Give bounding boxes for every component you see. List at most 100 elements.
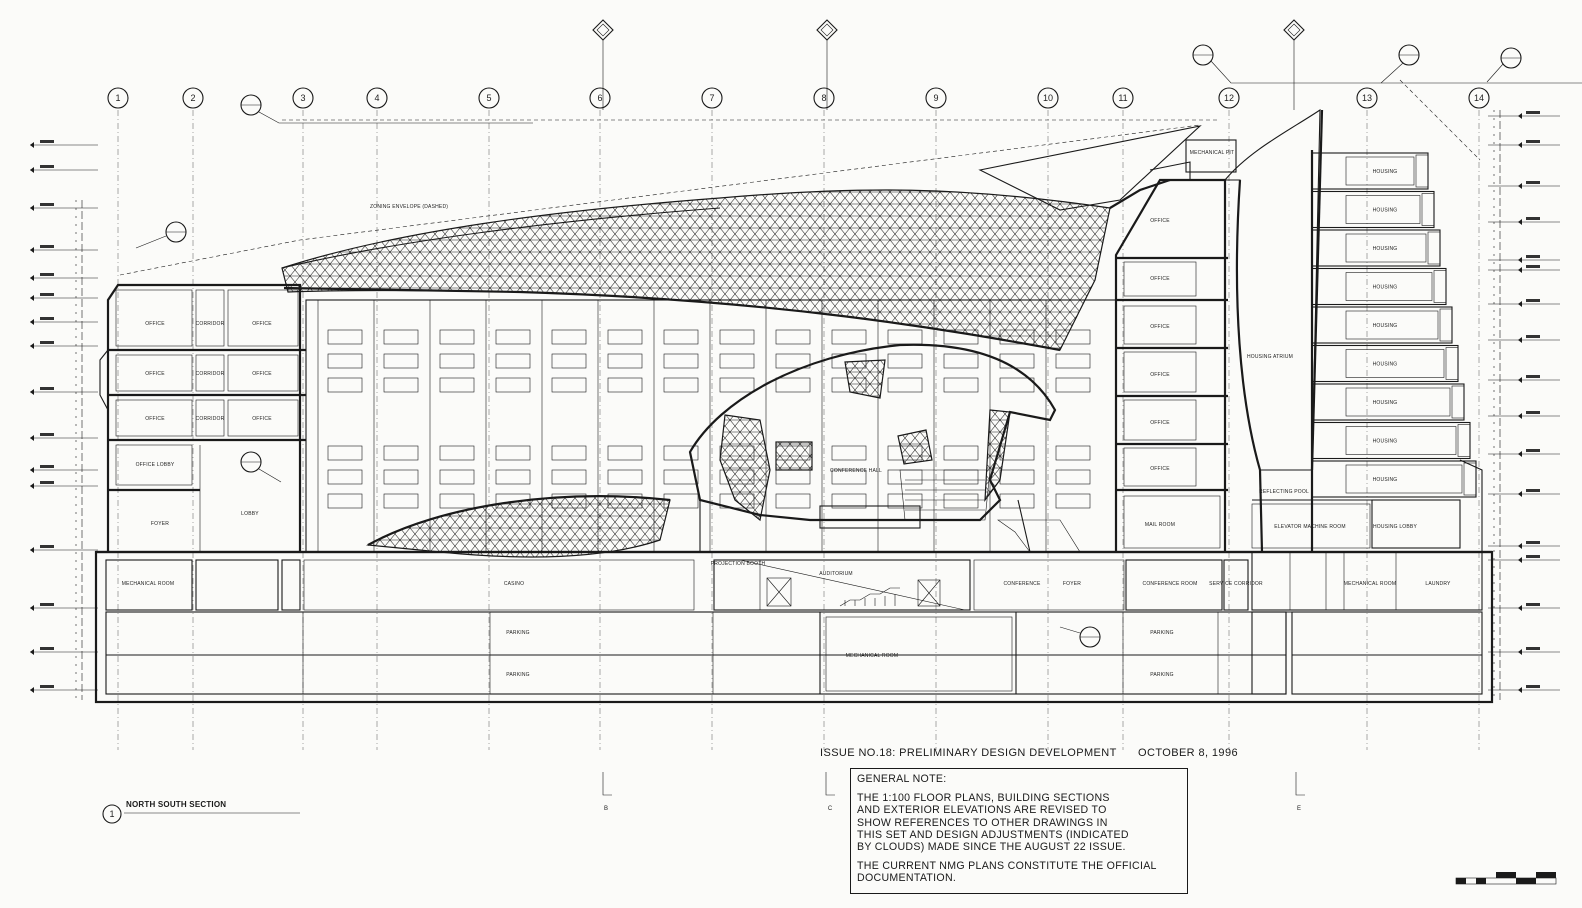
room-label: MECHANICAL PIT — [1190, 150, 1235, 156]
grid-letter-c: C — [828, 806, 833, 812]
room-label: OFFICE — [1150, 420, 1170, 426]
auditorium — [739, 559, 966, 611]
room-label: CORRIDOR — [196, 416, 225, 422]
room-label: HOUSING — [1373, 439, 1398, 445]
room-label: HOUSING — [1373, 323, 1398, 329]
section-title: NORTH SOUTH SECTION — [126, 800, 227, 809]
general-note-line: DOCUMENTATION. — [857, 872, 957, 885]
room-label: OFFICE — [145, 371, 165, 377]
grid-bubble: 12 — [1218, 87, 1240, 109]
housing-atrium — [1223, 108, 1372, 553]
conference-hall — [688, 343, 1081, 553]
room-label: HOUSING — [1373, 169, 1398, 175]
scale-bar — [1455, 872, 1557, 885]
room-label: HOUSING — [1373, 477, 1398, 483]
grid-bubble: 14 — [1468, 87, 1490, 109]
room-label: FOYER — [151, 521, 169, 527]
grid-bubble: 5 — [478, 87, 500, 109]
general-note-line: SHOW REFERENCES TO OTHER DRAWINGS IN — [857, 816, 1108, 829]
ground-level — [96, 550, 1492, 611]
room-label: CONFERENCE — [1003, 581, 1040, 587]
section-ref-diamond — [816, 19, 838, 110]
room-label: OFFICE — [1150, 276, 1170, 282]
grid-bubble: 7 — [701, 87, 723, 109]
issue-text: ISSUE NO.18: PRELIMINARY DESIGN DEVELOPM… — [820, 747, 1117, 759]
grid-number: 1 — [115, 93, 120, 103]
room-label: OFFICE — [1150, 466, 1170, 472]
level-markers-right — [1488, 110, 1560, 700]
room-label: HOUSING — [1373, 208, 1398, 214]
grid-letter-b: B — [604, 806, 608, 812]
grid-bubble: 1 — [107, 87, 129, 109]
room-label: MECHANICAL ROOM — [846, 653, 899, 659]
room-label: SERVICE CORRIDOR — [1209, 581, 1263, 587]
room-label: PARKING — [506, 672, 530, 678]
grid-bubble: 3 — [292, 87, 314, 109]
room-label: ZONING ENVELOPE (DASHED) — [370, 204, 448, 210]
section-title-mark: 1 — [102, 804, 300, 824]
room-label: PARKING — [1150, 672, 1174, 678]
general-note-paragraph-1: THE 1:100 FLOOR PLANS, BUILDING SECTIONS… — [857, 792, 1181, 853]
grid-bubble: 2 — [182, 87, 204, 109]
room-label: OFFICE — [252, 371, 272, 377]
grid-number: 2 — [190, 93, 195, 103]
section-number: 1 — [109, 809, 114, 819]
general-note-paragraph-2: THE CURRENT NMG PLANS CONSTITUTE THE OFF… — [857, 860, 1181, 884]
room-label: CORRIDOR — [196, 321, 225, 327]
grid-bubble: 4 — [366, 87, 388, 109]
level-markers-left — [30, 140, 98, 700]
grid-bubble: 11 — [1112, 87, 1134, 109]
office-block-left — [99, 283, 306, 552]
room-label: MECHANICAL ROOM — [1344, 581, 1397, 587]
parking-levels — [94, 550, 1494, 704]
room-labels: OFFICE CORRIDOR OFFICE OFFICE CORRIDOR O… — [122, 150, 1451, 678]
section-references — [135, 19, 1582, 648]
lower-glass-canopy — [366, 495, 671, 558]
grid-number: 14 — [1474, 93, 1484, 103]
room-label: OFFICE — [145, 321, 165, 327]
grid-number: 8 — [821, 93, 826, 103]
grid-letter-e: E — [1297, 806, 1301, 812]
grid-number: 5 — [486, 93, 491, 103]
zoning-envelope — [119, 79, 1481, 276]
room-label: FOYER — [1063, 581, 1081, 587]
detail-ref-circle — [1486, 47, 1522, 83]
general-note-title: GENERAL NOTE: — [857, 773, 947, 785]
detail-ref-circle — [1059, 626, 1101, 648]
grid-number: 11 — [1118, 93, 1127, 103]
grid-number: 12 — [1224, 93, 1234, 103]
general-note-line: BY CLOUDS) MADE SINCE THE AUGUST 22 ISSU… — [857, 841, 1126, 854]
general-note: GENERAL NOTE: THE 1:100 FLOOR PLANS, BUI… — [850, 768, 1188, 894]
room-label: OFFICE — [1150, 218, 1170, 224]
room-label: PROJECTION BOOTH — [711, 561, 766, 567]
room-label: MECHANICAL ROOM — [122, 581, 175, 587]
detail-ref-circle — [1192, 44, 1582, 84]
general-note-line: AND EXTERIOR ELEVATIONS ARE REVISED TO — [857, 804, 1107, 817]
housing-stack: HOUSING HOUSING HOUSING HOUSING HOUSING HOUSI… — [1310, 150, 1483, 552]
general-note-line: THE 1:100 FLOOR PLANS, BUILDING SECTIONS — [857, 792, 1110, 805]
general-note-line: THE CURRENT NMG PLANS CONSTITUTE THE OFF… — [857, 860, 1157, 873]
room-label: CONFERENCE ROOM — [1143, 581, 1198, 587]
grid-bubble: 8 — [813, 87, 835, 109]
room-label: PARKING — [1150, 630, 1174, 636]
issue-line: ISSUE NO.18: PRELIMINARY DESIGN DEVELOPM… — [820, 747, 1238, 759]
room-label: CONFERENCE HALL — [830, 468, 882, 474]
grid-bubble: 9 — [925, 87, 947, 109]
room-label: LAUNDRY — [1425, 581, 1451, 587]
room-label: HOUSING — [1373, 246, 1398, 252]
room-label: AUDITORIUM — [819, 571, 853, 577]
grid-bubble: 13 — [1356, 87, 1378, 109]
grid-number: 7 — [709, 93, 714, 103]
grid-number: 10 — [1043, 93, 1053, 103]
room-label: HOUSING LOBBY — [1373, 524, 1417, 530]
room-label: ELEVATOR MACHINE ROOM — [1274, 524, 1345, 530]
room-label: OFFICE — [1150, 324, 1170, 330]
room-label: CASINO — [504, 581, 524, 587]
grid-number: 6 — [597, 93, 602, 103]
office-block-right — [1114, 139, 1237, 552]
grid-bubble: 10 — [1037, 87, 1059, 109]
room-label: HOUSING — [1373, 400, 1398, 406]
room-label: OFFICE — [1150, 372, 1170, 378]
